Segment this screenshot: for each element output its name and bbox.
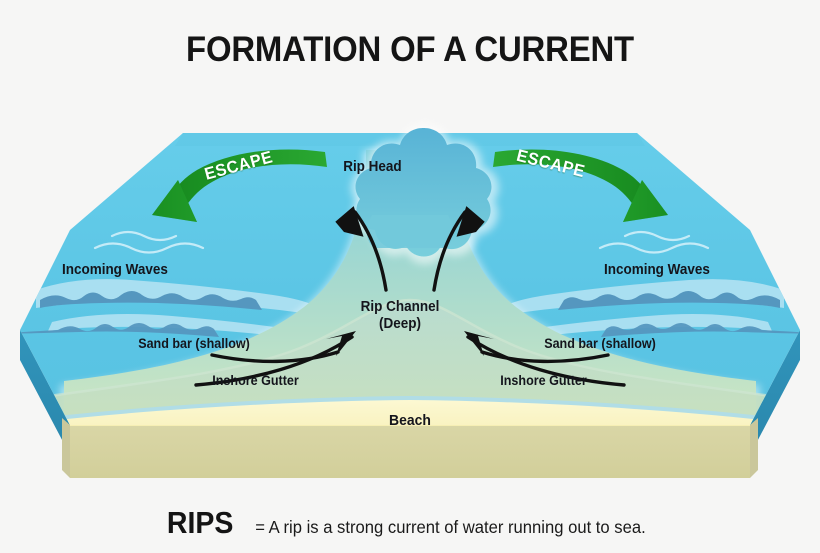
beach-sand-fill: [20, 400, 800, 425]
arrow-feeder-left: [194, 335, 354, 387]
page-title: FORMATION OF A CURRENT: [186, 30, 634, 69]
arrow-sandbar-right: [480, 350, 610, 364]
flow-arrows: [194, 210, 626, 387]
arrow-riphead-right: [432, 210, 467, 292]
arrow-riphead-left: [353, 210, 388, 292]
escape-arrow-right: [493, 149, 668, 222]
caption-definition: = A rip is a strong current of water run…: [255, 517, 646, 537]
arrow-sandbar-left: [210, 350, 340, 364]
inshore-gutter-band: [20, 298, 800, 425]
ripple-lines-left: [93, 230, 205, 254]
incoming-waves-right: [509, 279, 800, 337]
incoming-waves-left: [20, 279, 311, 337]
caption: RIPS = A rip is a strong current of water…: [0, 505, 820, 541]
arrow-feeder-right: [466, 335, 626, 387]
block-side-faces: [20, 330, 800, 478]
caption-term: RIPS: [166, 505, 234, 540]
escape-arrow-left: [152, 149, 327, 222]
sand-bevels: [62, 418, 758, 478]
ripple-lines-right: [598, 230, 710, 254]
flow-arrowheads: [326, 206, 494, 356]
